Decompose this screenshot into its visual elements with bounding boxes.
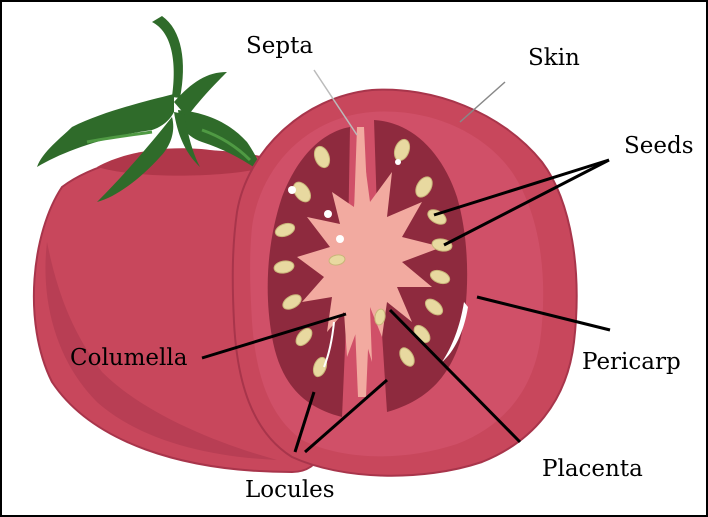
label-skin: Skin [528, 47, 580, 70]
label-pericarp: Pericarp [582, 351, 681, 374]
label-septa: Septa [246, 35, 313, 58]
label-seeds: Seeds [624, 135, 694, 158]
label-locules: Locules [245, 479, 335, 502]
label-columella: Columella [70, 347, 187, 370]
label-placenta: Placenta [542, 458, 643, 481]
